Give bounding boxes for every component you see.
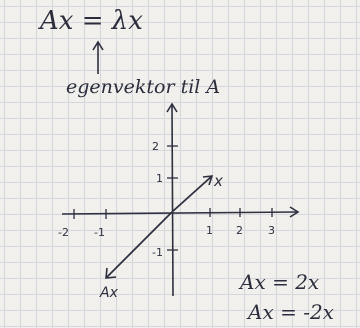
vector-ax bbox=[105, 211, 173, 279]
x-tick-label: -2 bbox=[58, 226, 69, 239]
x-axis-arrowhead bbox=[289, 206, 300, 218]
pointer-arrow-head bbox=[92, 40, 104, 51]
eigenvector-note: egenvektor til A bbox=[66, 76, 221, 98]
y-tick-label: 1 bbox=[156, 172, 163, 185]
y-axis bbox=[171, 103, 174, 297]
x-tick-label: -1 bbox=[94, 226, 105, 239]
x-tick-label: 1 bbox=[206, 224, 213, 237]
x-axis bbox=[61, 211, 299, 215]
y-axis-arrowhead bbox=[166, 102, 178, 113]
y-tick-label: -1 bbox=[152, 246, 163, 259]
x-tick-label: 2 bbox=[236, 224, 243, 237]
x-tick-label: 3 bbox=[268, 224, 275, 237]
vector-ax-label: Ax bbox=[99, 285, 119, 301]
equation-ax-2x: Ax = 2x bbox=[240, 270, 320, 294]
eigen-equation: Ax = λx bbox=[40, 6, 143, 36]
vector-x bbox=[171, 175, 213, 213]
vector-ax-arrowhead bbox=[105, 267, 117, 279]
vector-x-label: x bbox=[213, 172, 223, 190]
vector-x-arrowhead bbox=[202, 175, 214, 186]
equation-ax-minus-2x: Ax = -2x bbox=[248, 300, 334, 324]
y-tick-label: 2 bbox=[152, 140, 159, 153]
